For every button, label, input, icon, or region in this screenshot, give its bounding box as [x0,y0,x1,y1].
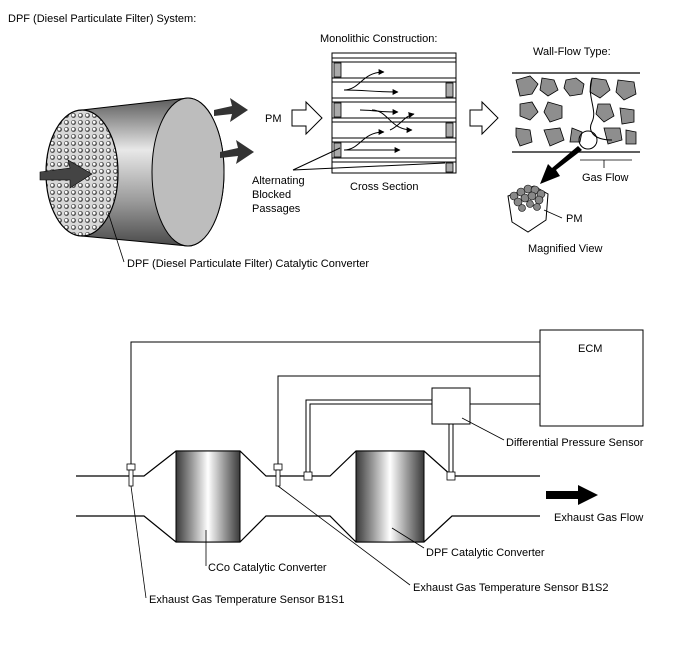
cross-section-label: Cross Section [350,181,418,193]
b1s2-label: Exhaust Gas Temperature Sensor B1S2 [413,582,608,594]
alternating-pointer-lines [292,147,446,171]
magnified-pm-pointer [543,209,563,219]
pressure-port-upstream [303,471,313,481]
dps-label: Differential Pressure Sensor [506,437,644,449]
b1s2-pointer [277,485,411,586]
monolithic-cross-section [331,52,457,174]
alternating-label-line1: Alternating [252,175,305,187]
sensor-wiring [130,341,540,466]
system-title: DPF (Diesel Particulate Filter) System: [8,13,196,25]
cco-catalytic-converter [175,450,241,543]
pm-label: PM [265,113,282,125]
differential-pressure-sensor [431,387,471,425]
inlet-flow-arrow [39,159,93,189]
sensor-b1s2-probe [273,463,283,487]
ecm-box [539,329,644,427]
pressure-port-downstream [446,471,456,481]
converter-pointer [107,211,125,263]
wallflow-title: Wall-Flow Type: [533,46,611,58]
exhaust-flow-label: Exhaust Gas Flow [554,512,643,524]
outlet-flow-arrows [214,98,254,164]
converter-label: DPF (Diesel Particulate Filter) Catalyti… [127,258,369,270]
monolithic-title: Monolithic Construction: [320,33,437,45]
alternating-label-line3: Passages [252,203,301,215]
hollow-arrow-2 [469,100,499,136]
dpf-cylinder-illustration [45,97,225,247]
magnified-view-label: Magnified View [528,243,602,255]
dpf-label: DPF Catalytic Converter [426,547,545,559]
dpf-catalytic-converter [355,450,425,543]
sensor-b1s1-probe [126,463,136,487]
ecm-label: ECM [578,343,602,355]
magnify-arrow [540,146,582,184]
exhaust-pipe [76,450,540,543]
hollow-arrow-1 [291,100,323,136]
pressure-hoses [305,399,454,472]
exhaust-flow-arrow [546,485,598,505]
b1s1-label: Exhaust Gas Temperature Sensor B1S1 [149,594,344,606]
wallflow-illustration [512,72,640,168]
gas-flow-label: Gas Flow [582,172,629,184]
magnified-pm-cluster [507,184,549,233]
dpf-pointer [391,527,425,549]
b1s1-pointer [130,485,147,599]
magnified-pm-label: PM [566,213,583,225]
alternating-label-line2: Blocked [252,189,291,201]
cco-label: CCo Catalytic Converter [208,562,327,574]
dps-pointer [461,417,505,441]
